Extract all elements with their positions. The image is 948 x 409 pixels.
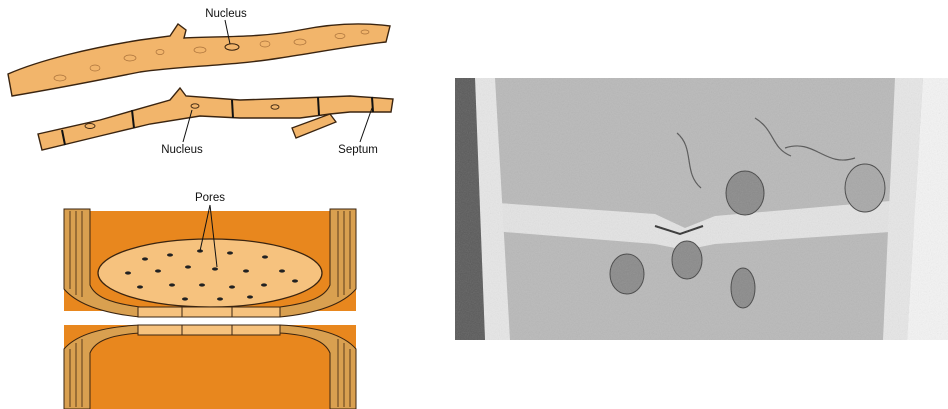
septum-edge (138, 307, 280, 335)
pores-label: Pores (195, 192, 225, 204)
nucleus-top-label: Nucleus (205, 8, 247, 20)
septum-label: Septum (338, 144, 378, 156)
micrograph-grain (455, 78, 948, 340)
septate-hypha (38, 88, 393, 150)
septal-pores-diagram: Pores (50, 185, 370, 409)
aseptate-hypha (8, 24, 390, 96)
septum-pointer (360, 108, 372, 142)
hyphae-diagram: Nucleus Nucleus Septum (0, 0, 420, 180)
electron-micrograph (455, 78, 948, 340)
nucleus-bottom-label: Nucleus (161, 144, 203, 156)
septum-plate (98, 239, 322, 307)
